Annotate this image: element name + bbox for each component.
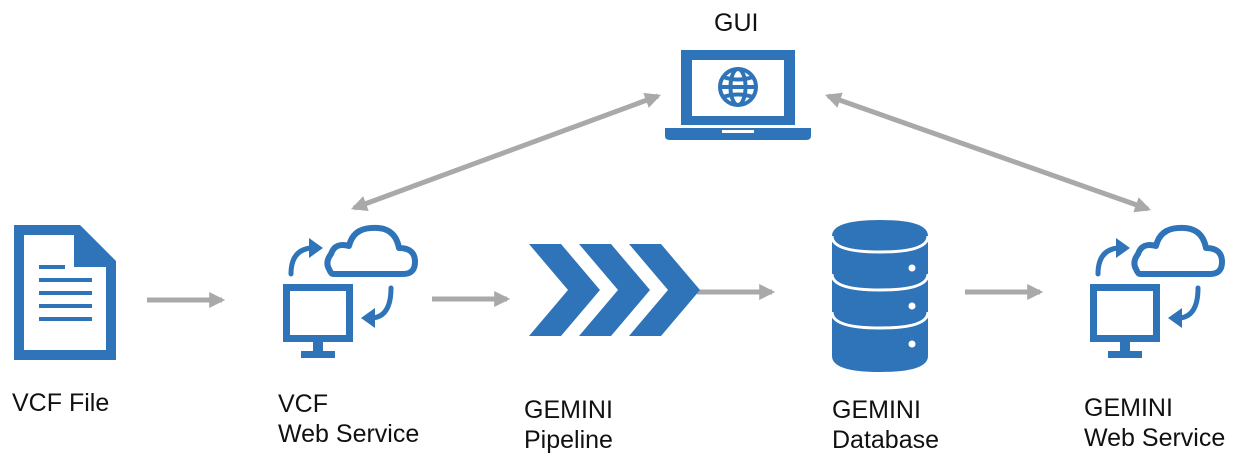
database-icon — [830, 220, 930, 372]
gemini-web-service-label-line2: Web Service — [1084, 424, 1226, 452]
cloud-shape — [324, 224, 418, 277]
gemini-pipeline-label-line2: Pipeline — [524, 426, 613, 454]
arrow-gui-vcf-web-service-bidirectional — [350, 92, 662, 212]
gemini-web-service-label: GEMINI Web Service — [1084, 393, 1225, 453]
gemini-pipeline-label-line1: GEMINI — [524, 396, 613, 424]
gemini-pipeline-label: GEMINI Pipeline — [524, 395, 613, 455]
chevrons-icon — [529, 244, 700, 336]
vcf-web-service-label-line1: VCF — [278, 390, 328, 418]
gemini-database-label-line2: Database — [832, 426, 940, 454]
sync-arrows — [288, 238, 394, 328]
vcf-file-label: VCF File — [12, 389, 110, 417]
gui-label: GUI — [714, 9, 759, 37]
computer-shape — [283, 284, 353, 358]
gemini-database-label-line1: GEMINI — [832, 396, 921, 424]
cloud-computer-sync-icon — [283, 224, 418, 358]
gemini-database-label: GEMINI Database — [832, 395, 939, 455]
gemini-web-service-label-line1: GEMINI — [1084, 394, 1173, 422]
laptop-globe-icon — [665, 50, 811, 140]
document-icon — [14, 225, 116, 360]
arrow-gui-gemini-web-service-bidirectional — [824, 92, 1152, 213]
cloud-computer-sync-icon — [1090, 224, 1225, 358]
vcf-web-service-label: VCF Web Service — [278, 389, 419, 449]
arrows — [147, 92, 1152, 309]
vcf-web-service-label-line2: Web Service — [278, 420, 420, 448]
